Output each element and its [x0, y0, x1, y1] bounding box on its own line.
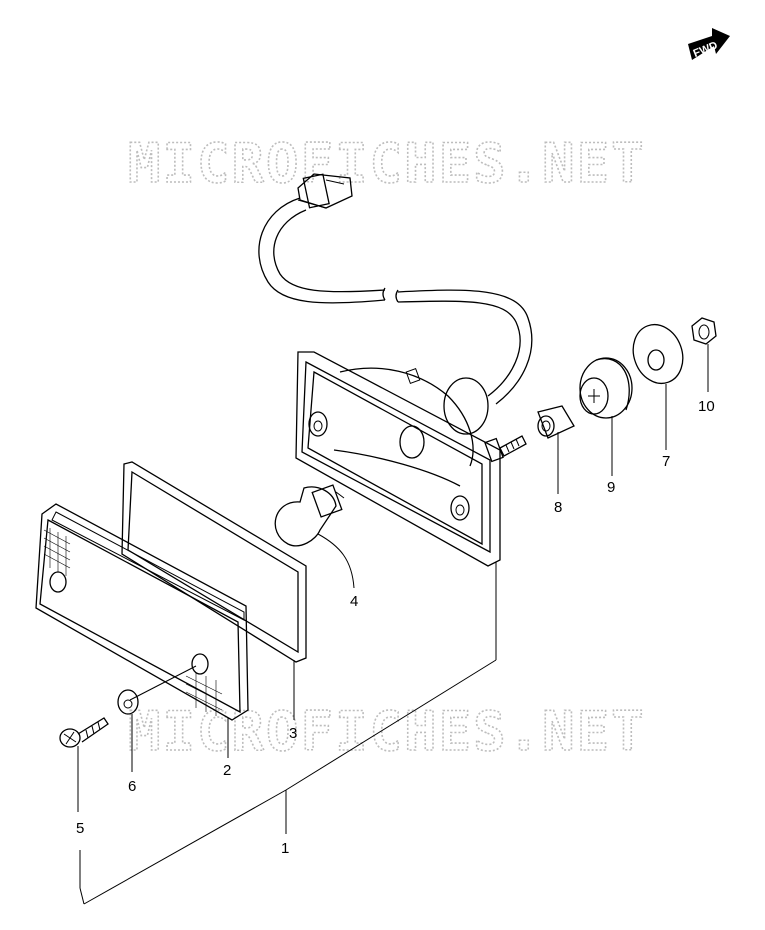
wire-harness — [258, 173, 533, 405]
leader-lines — [77, 344, 709, 905]
bulb — [274, 484, 345, 547]
wire-connector — [297, 173, 353, 209]
grommet — [579, 357, 633, 419]
lamp-housing — [295, 351, 527, 567]
callout-8: 8 — [554, 499, 562, 516]
threaded-stud — [484, 435, 527, 463]
callout-3: 3 — [289, 725, 297, 742]
screw — [59, 717, 109, 748]
spacer — [537, 405, 575, 439]
nut — [691, 317, 717, 345]
lens-texture — [43, 528, 223, 716]
callout-5: 5 — [76, 820, 84, 837]
callout-10: 10 — [698, 398, 715, 415]
watermark-bottom: MICROFICHES.NET — [128, 700, 646, 763]
callout-7: 7 — [662, 453, 670, 470]
small-washer — [117, 689, 139, 715]
washer — [632, 323, 684, 385]
callout-1: 1 — [281, 840, 289, 857]
callout-9: 9 — [607, 479, 615, 496]
callout-2: 2 — [223, 762, 231, 779]
lamp-lens — [35, 503, 249, 721]
gasket — [121, 461, 307, 663]
callout-6: 6 — [128, 778, 136, 795]
callout-4: 4 — [350, 593, 358, 610]
callout-labels: 1 2 3 4 5 6 7 8 9 10 — [76, 398, 715, 857]
arrow-right-icon — [688, 28, 730, 60]
watermark-top: MICROFICHES.NET — [128, 132, 646, 195]
assembly-guide-line — [129, 665, 197, 701]
